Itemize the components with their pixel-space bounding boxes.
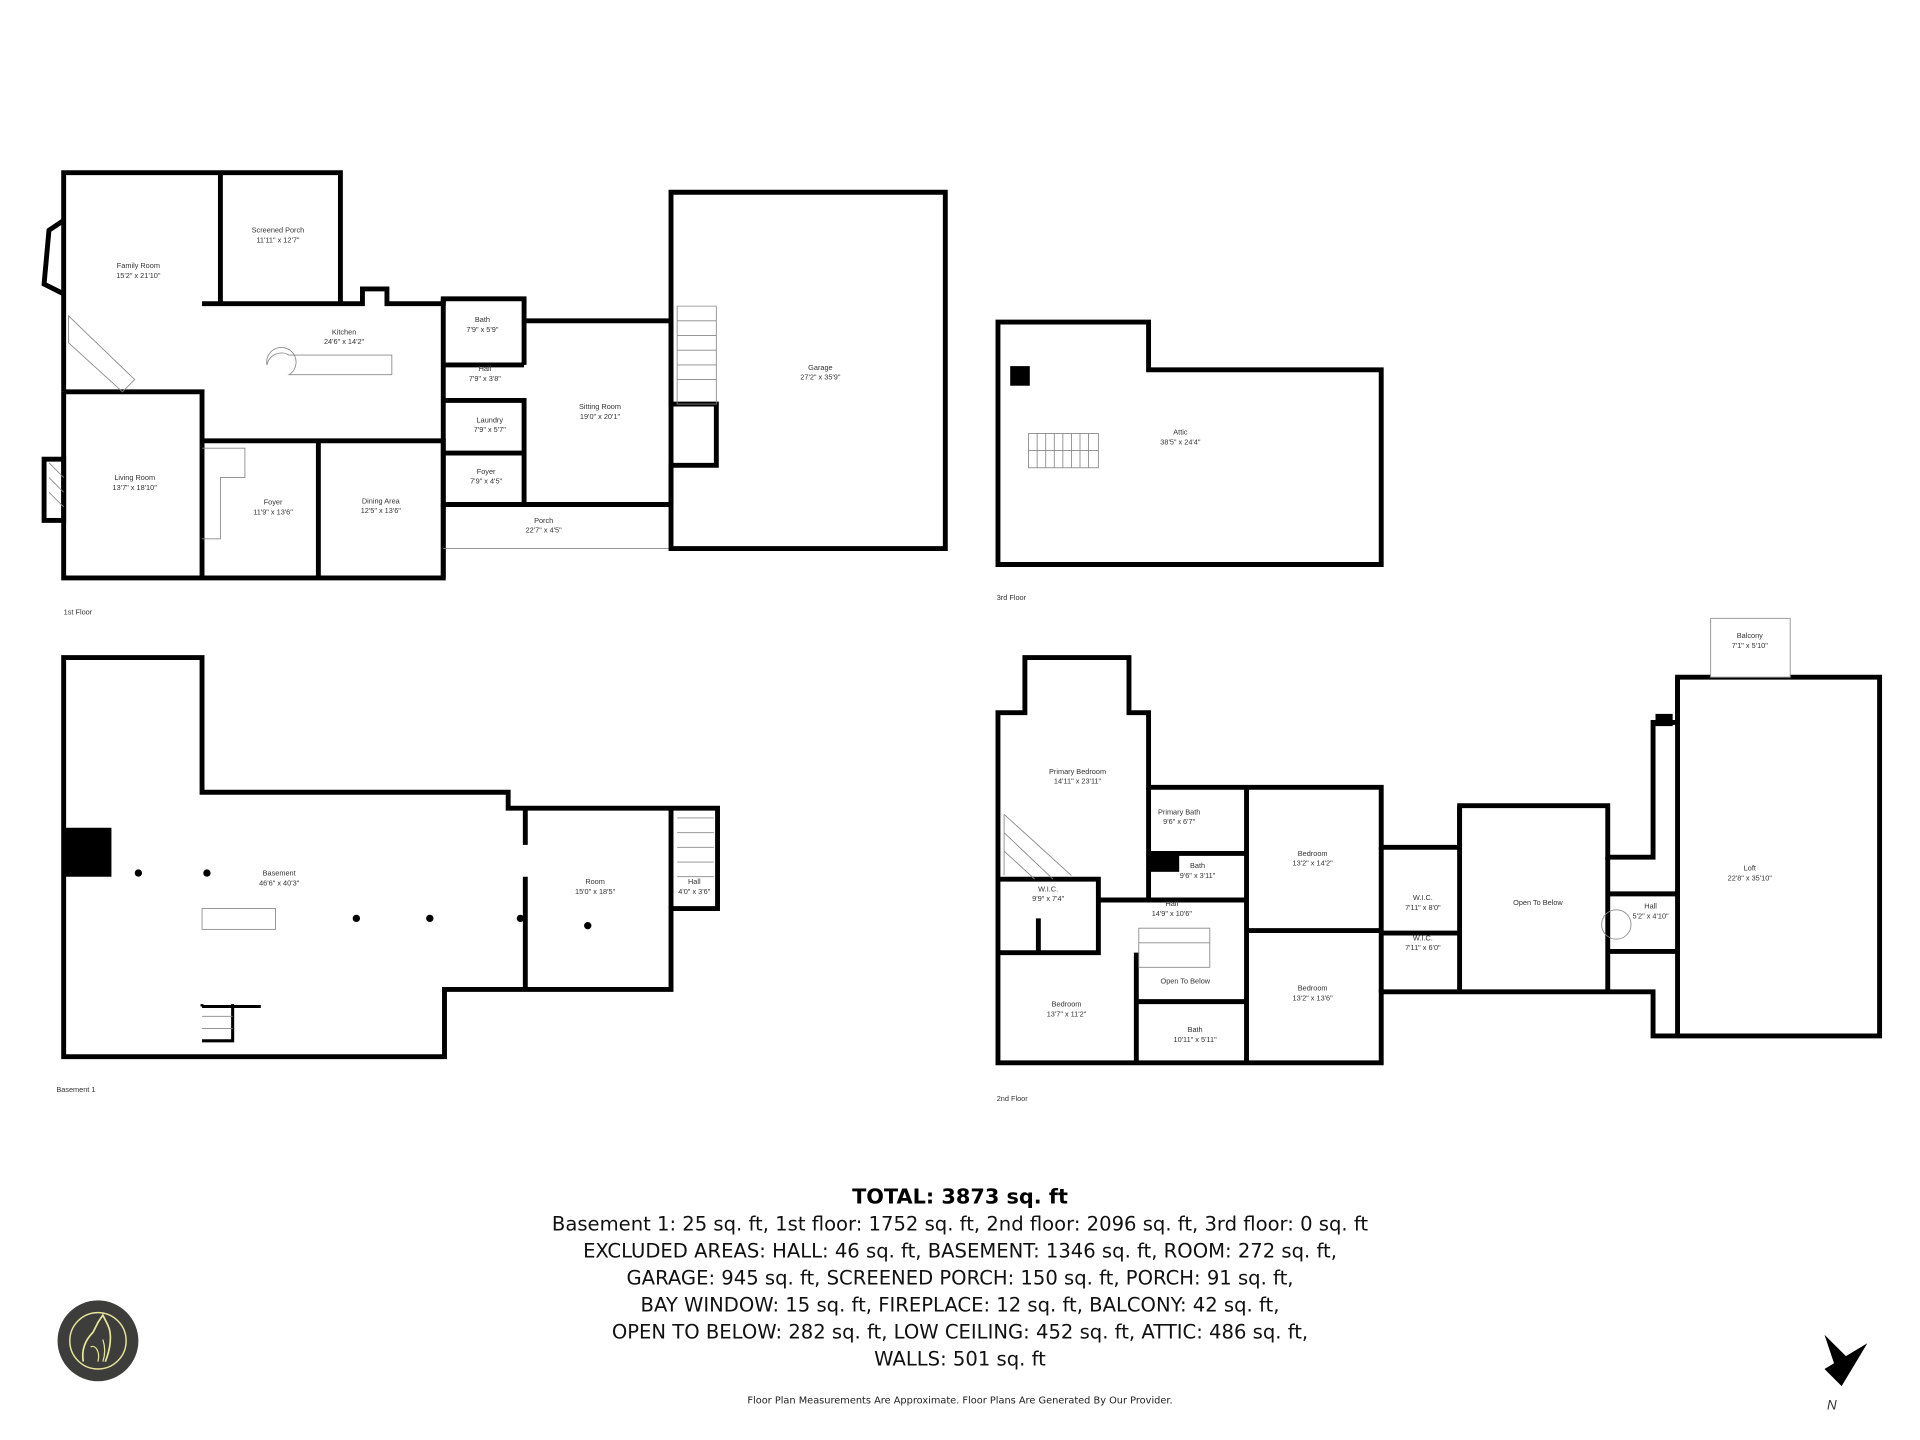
room-dimensions: 11'9" x 13'6" [253,507,293,516]
room-dimensions: 7'11" x 8'0" [1405,903,1441,912]
chimney [63,827,112,877]
room-name-w-i-c: W.I.C. [1413,933,1433,942]
room-dimensions: 15'0" x 18'5" [575,887,616,896]
room-dimensions: 7'9" x 4'5" [470,477,502,486]
room-name-hall: Hall [688,877,701,886]
room-name-attic: Attic [1173,428,1188,437]
room-dimensions: 7'9" x 5'7" [474,425,506,434]
room-dimensions: 14'9" x 10'6" [1152,909,1193,918]
floor-label-basement: Basement 1 [56,1085,95,1094]
room-dimensions: 14'11" x 23'11" [1054,777,1102,786]
room-name-bath: Bath [475,315,490,324]
chimney [1010,366,1030,386]
summary-line: GARAGE: 945 sq. ft, SCREENED PORCH: 150 … [627,1266,1294,1289]
room-dimensions: 13'7" x 11'2" [1047,1009,1087,1018]
summary-line: OPEN TO BELOW: 282 sq. ft, LOW CEILING: … [612,1320,1308,1343]
third-floor-plan [995,319,1384,567]
first-floor-plan [41,170,948,581]
room-name-primary-bath: Primary Bath [1158,807,1200,816]
room-name-hall: Hall [479,364,492,373]
room-name-bedroom: Bedroom [1298,849,1328,858]
room-name-open-to-below: Open To Below [1513,898,1563,907]
room-name-loft: Loft [1744,864,1756,873]
room-name-hall: Hall [1644,902,1657,911]
room-dimensions: 10'11" x 5'11" [1174,1035,1218,1044]
room-name-bath: Bath [1188,1025,1203,1034]
summary-line: BAY WINDOW: 15 sq. ft, FIREPLACE: 12 sq.… [641,1293,1280,1316]
room-dimensions: 19'0" x 20'1" [580,412,621,421]
north-label: N [1827,1397,1837,1412]
room-name-bath: Bath [1190,861,1205,870]
room-dimensions: 9'9" x 7'4" [1032,894,1064,903]
room-dimensions: 7'1" x 5'10" [1732,641,1769,650]
room-dimensions: 38'5" x 24'4" [1160,437,1201,446]
room-name-basement: Basement [263,869,296,878]
room-dimensions: 22'8" x 35'10" [1728,873,1773,882]
room-name-hall: Hall [1166,899,1179,908]
room-name-room: Room [585,877,605,886]
floor-label-1st: 1st Floor [64,608,93,617]
disclaimer: Floor Plan Measurements Are Approximate.… [747,1395,1172,1406]
room-dimensions: 27'2" x 35'9" [800,373,841,382]
room-name-living-room: Living Room [114,473,155,482]
room-name-sitting-room: Sitting Room [579,402,621,411]
room-dimensions: 15'2" x 21'10" [116,271,161,280]
room-name-bedroom: Bedroom [1298,984,1328,993]
room-dimensions: 9'6" x 6'7" [1163,817,1195,826]
room-dimensions: 13'7" x 18'10" [113,483,158,492]
floor-label-2nd: 2nd Floor [997,1094,1029,1103]
room-name-kitchen: Kitchen [332,327,356,336]
room-dimensions: 9'6" x 3'11" [1180,871,1216,880]
room-dimensions: 46'6" x 40'3" [259,878,300,887]
room-name-screened-porch: Screened Porch [252,226,305,235]
room-dimensions: 13'2" x 14'2" [1293,859,1334,868]
room-name-laundry: Laundry [477,415,504,424]
floor-label-3rd: 3rd Floor [997,593,1027,602]
room-name-foyer: Foyer [264,497,283,506]
area-summary: TOTAL: 3873 sq. ft Basement 1: 25 sq. ft… [552,1185,1368,1407]
total-area: TOTAL: 3873 sq. ft [852,1185,1068,1209]
room-name-balcony: Balcony [1737,631,1763,640]
room-dimensions: 4'0" x 3'6" [678,887,710,896]
room-dimensions: 11'11" x 12'7" [256,235,300,244]
north-arrow-icon: N [1824,1334,1868,1412]
room-dimensions: 7'11" x 6'0" [1405,943,1441,952]
room-name-w-i-c: W.I.C. [1413,893,1433,902]
room-dimensions: 12'5" x 13'6" [361,506,402,515]
room-dimensions: 7'9" x 3'8" [469,374,501,383]
howling-wolf-logo-icon [57,1300,139,1382]
summary-line: EXCLUDED AREAS: HALL: 46 sq. ft, BASEMEN… [583,1240,1337,1263]
room-dimensions: 5'2" x 4'10" [1633,911,1670,920]
room-name-primary-bedroom: Primary Bedroom [1049,767,1106,776]
second-floor-plan [995,617,1883,1066]
room-name-family-room: Family Room [117,261,160,270]
room-name-garage: Garage [808,363,832,372]
room-dimensions: 13'2" x 13'6" [1293,993,1334,1002]
summary-line: WALLS: 501 sq. ft [874,1347,1046,1370]
summary-line: Basement 1: 25 sq. ft, 1st floor: 1752 s… [552,1213,1368,1236]
room-dimensions: 7'9" x 5'9" [466,325,498,334]
room-name-open-to-below: Open To Below [1161,976,1211,985]
room-name-w-i-c: W.I.C. [1038,884,1058,893]
room-name-porch: Porch [534,516,553,525]
basement-plan [61,655,720,1060]
room-name-foyer: Foyer [477,467,496,476]
room-dimensions: 22'7" x 4'5" [526,526,563,535]
room-dimensions: 24'6" x 14'2" [324,337,365,346]
room-name-dining-area: Dining Area [362,496,401,505]
room-name-bedroom: Bedroom [1052,1000,1082,1009]
